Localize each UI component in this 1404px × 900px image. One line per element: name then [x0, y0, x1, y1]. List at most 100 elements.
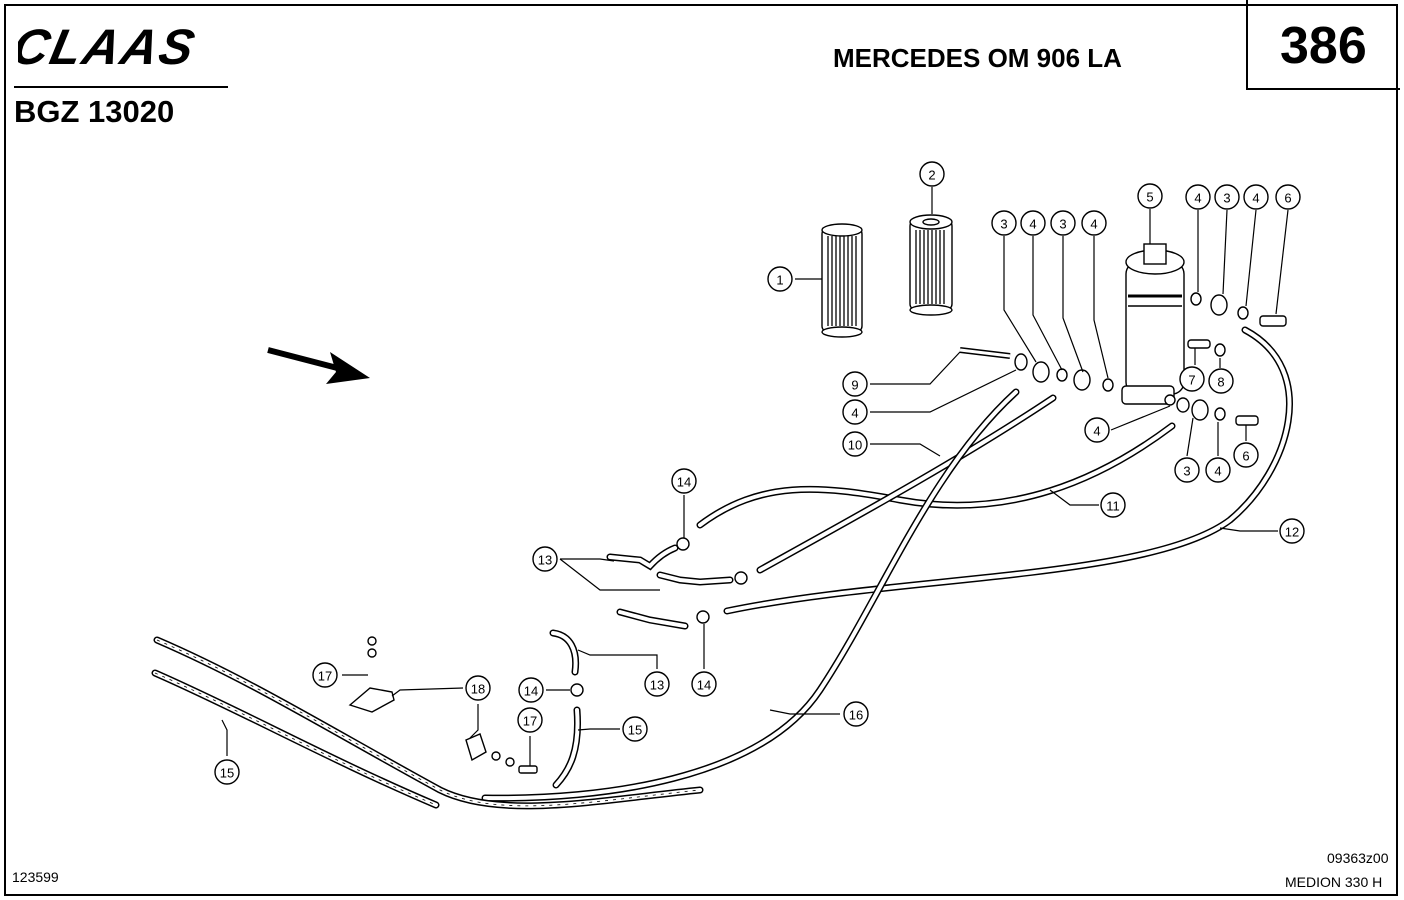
callout-3a: 3 — [991, 210, 1017, 236]
callout-6a: 6 — [1275, 184, 1301, 210]
callout-3c: 3 — [1214, 184, 1240, 210]
callout-9: 9 — [842, 371, 868, 397]
callout-label: 6 — [1242, 449, 1249, 464]
callout-circle — [843, 701, 869, 727]
callout-8: 8 — [1208, 368, 1234, 394]
callout-17a: 17 — [312, 662, 338, 688]
page-number-box — [1246, 0, 1400, 90]
callout-label: 4 — [1093, 424, 1100, 439]
callout-circle — [1100, 492, 1126, 518]
callout-16: 16 — [843, 701, 869, 727]
svg-text:CLAAS: CLAAS — [18, 24, 201, 70]
callout-circle — [842, 371, 868, 397]
callout-label: 7 — [1188, 373, 1195, 388]
callout-label: 2 — [928, 168, 935, 183]
callout-12: 12 — [1279, 518, 1305, 544]
callout-17b: 17 — [517, 707, 543, 733]
callout-circle — [1208, 368, 1234, 394]
callout-circle — [1050, 210, 1076, 236]
callout-label: 15 — [628, 723, 642, 738]
callout-circle — [919, 161, 945, 187]
callout-7: 7 — [1179, 366, 1205, 392]
callout-4f: 4 — [1084, 417, 1110, 443]
callout-4a: 4 — [1020, 210, 1046, 236]
callout-label: 16 — [849, 708, 863, 723]
callout-circle — [1214, 184, 1240, 210]
callout-label: 5 — [1146, 190, 1153, 205]
callout-circle — [465, 675, 491, 701]
callout-label: 4 — [1090, 217, 1097, 232]
callout-label: 17 — [318, 669, 332, 684]
callout-circle — [532, 546, 558, 572]
callout-circle — [1243, 184, 1269, 210]
callout-circle — [1179, 366, 1205, 392]
callout-label: 14 — [524, 684, 538, 699]
callout-4g: 4 — [1205, 457, 1231, 483]
callout-circle — [691, 671, 717, 697]
callout-4d: 4 — [1243, 184, 1269, 210]
callout-10: 10 — [842, 431, 868, 457]
callout-11: 11 — [1100, 492, 1126, 518]
callout-15b: 15 — [214, 759, 240, 785]
callout-circle — [1275, 184, 1301, 210]
drawing-number: 09363z00 — [1327, 850, 1389, 866]
callout-3d: 3 — [1174, 457, 1200, 483]
callout-label: 4 — [1214, 464, 1221, 479]
footer-left-code: 123599 — [12, 869, 59, 885]
callout-circle — [842, 431, 868, 457]
callout-circle — [1279, 518, 1305, 544]
callout-circle — [622, 716, 648, 742]
filter-cartridge-2 — [909, 214, 953, 316]
callout-label: 11 — [1106, 499, 1120, 514]
callout-4c: 4 — [1185, 184, 1211, 210]
callout-circle — [1233, 442, 1259, 468]
callout-1: 1 — [767, 266, 793, 292]
callout-circle — [1185, 184, 1211, 210]
callout-circle — [644, 671, 670, 697]
callout-circle — [312, 662, 338, 688]
callout-circle — [1137, 183, 1163, 209]
callout-15a: 15 — [622, 716, 648, 742]
callout-circle — [1081, 210, 1107, 236]
callout-circle — [991, 210, 1017, 236]
callout-14c: 14 — [518, 677, 544, 703]
callout-label: 12 — [1285, 525, 1299, 540]
callout-label: 6 — [1284, 191, 1291, 206]
callout-label: 10 — [848, 438, 862, 453]
page-number: 386 — [1280, 17, 1367, 75]
callout-circle — [1020, 210, 1046, 236]
callout-circle — [767, 266, 793, 292]
callout-label: 3 — [1223, 191, 1230, 206]
callout-3b: 3 — [1050, 210, 1076, 236]
callout-13b: 13 — [644, 671, 670, 697]
callout-label: 3 — [1059, 217, 1066, 232]
fuel-hoses — [151, 326, 1293, 810]
callout-circle — [517, 707, 543, 733]
callout-circle — [214, 759, 240, 785]
callout-label: 14 — [677, 475, 691, 490]
document-code: BGZ 13020 — [14, 94, 175, 129]
filter-housing — [1121, 243, 1185, 406]
logo-underline — [14, 86, 228, 88]
callout-18: 18 — [465, 675, 491, 701]
callout-5: 5 — [1137, 183, 1163, 209]
flow-direction-arrow — [267, 347, 370, 384]
callout-label: 1 — [776, 273, 783, 288]
callout-4e: 4 — [842, 399, 868, 425]
filter-cartridge-1 — [821, 223, 863, 338]
engine-model-title: MERCEDES OM 906 LA — [833, 43, 1122, 73]
callout-label: 18 — [471, 682, 485, 697]
claas-logo: CLAAS — [18, 24, 201, 70]
callout-13a: 13 — [532, 546, 558, 572]
callout-2: 2 — [919, 161, 945, 187]
callout-circle — [1084, 417, 1110, 443]
page-frame — [4, 4, 1398, 896]
callout-6b: 6 — [1233, 442, 1259, 468]
callout-label: 4 — [851, 406, 858, 421]
callout-circle — [1174, 457, 1200, 483]
callout-label: 9 — [851, 378, 858, 393]
callout-label: 4 — [1194, 191, 1201, 206]
callout-label: 14 — [697, 678, 711, 693]
